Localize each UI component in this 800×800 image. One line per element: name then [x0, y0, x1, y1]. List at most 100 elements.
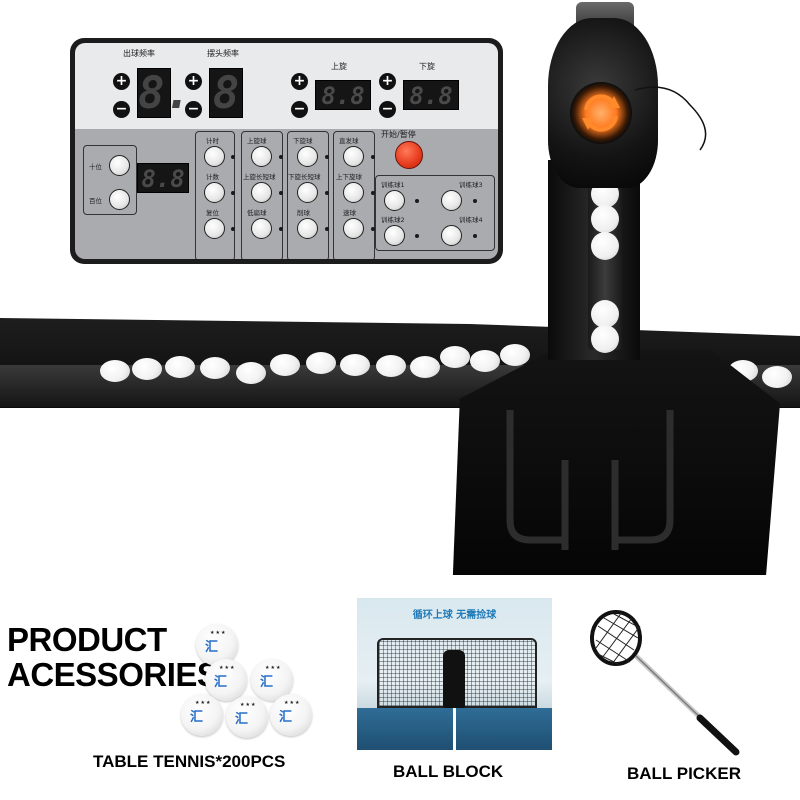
indicator-dot [279, 227, 283, 231]
indicator-dot [415, 199, 419, 203]
tray-ball [236, 362, 266, 384]
top-back-button[interactable] [343, 182, 364, 203]
timer-frame [195, 131, 235, 259]
balls-caption: TABLE TENNIS*200PCS [93, 752, 286, 771]
drill-frame [375, 175, 495, 251]
tray-ball [340, 354, 370, 376]
drive-button[interactable] [251, 218, 272, 239]
backspin-frame [287, 131, 329, 259]
star-rating-icon: ★★★ [219, 665, 236, 671]
ball-logo: 汇 [205, 640, 219, 655]
top-spin-label: 上旋球 [247, 137, 267, 145]
tray-ball [470, 350, 500, 372]
backspin-minus-button[interactable]: − [379, 101, 396, 118]
back-spin-button[interactable] [297, 146, 318, 167]
count-button[interactable] [204, 182, 225, 203]
ball-picker-icon [590, 610, 740, 756]
panel-top-section: 出球频率 + − 8. 摆头频率 + − 8 上旋 + − 8.8 下旋 + −… [75, 43, 498, 129]
indicator-dot [371, 227, 375, 231]
ping-pong-ball: ★★★ 汇 [205, 659, 247, 701]
counter-display: 8.8 [137, 163, 189, 193]
swing-freq-plus-button[interactable]: + [185, 73, 202, 90]
indicator-dot [371, 155, 375, 159]
drill4-button[interactable] [441, 225, 462, 246]
back-long-button[interactable] [297, 182, 318, 203]
indicator-dot [473, 199, 477, 203]
indicator-dot [371, 191, 375, 195]
chop-button[interactable] [297, 218, 318, 239]
drill3-button[interactable] [441, 190, 462, 211]
timer-button[interactable] [204, 146, 225, 167]
indicator-dot [415, 234, 419, 238]
ball-picker-caption: BALL PICKER [627, 764, 741, 783]
ball-logo: 汇 [235, 712, 249, 727]
star-rating-icon: ★★★ [284, 700, 301, 706]
tray-ball [762, 366, 792, 388]
control-panel: 出球频率 + − 8. 摆头频率 + − 8 上旋 + − 8.8 下旋 + −… [70, 38, 503, 264]
topspin-frame [241, 131, 283, 259]
rotate-arrows-icon [582, 94, 620, 132]
swing-freq-display: 8 [209, 68, 243, 119]
back-spin-label: 下旋球 [293, 137, 313, 145]
accessories-title-line2: ACESSORIES [7, 656, 219, 693]
star-rating-icon: ★★★ [240, 702, 257, 708]
feed-ball [591, 300, 619, 328]
topspin-label: 上旋 [331, 62, 347, 71]
indicator-dot [231, 227, 235, 231]
drill2-button[interactable] [384, 225, 405, 246]
ping-pong-ball: ★★★ 汇 [270, 694, 312, 736]
top-spin-button[interactable] [251, 146, 272, 167]
indicator-dot [279, 155, 283, 159]
ball-block-caption: BALL BLOCK [393, 762, 504, 781]
backspin-plus-button[interactable]: + [379, 73, 396, 90]
timer-label: 计时 [206, 137, 219, 145]
panel-bottom-section: 十位 百位 8.8 计时 计数 复位 上旋球 上旋长短球 低扁球 [75, 129, 498, 259]
ball-freq-plus-button[interactable]: + [113, 73, 130, 90]
indicator-dot [231, 191, 235, 195]
feed-ball [591, 232, 619, 260]
ball-freq-label: 出球频率 [123, 49, 155, 58]
drive-label: 低扁球 [247, 209, 267, 217]
tray-ball [306, 352, 336, 374]
straight-label: 直发球 [339, 137, 359, 145]
indicator-dot [325, 155, 329, 159]
star-rating-icon: ★★★ [210, 630, 227, 636]
ball-freq-minus-button[interactable]: − [113, 101, 130, 118]
ball-logo: 汇 [260, 675, 274, 690]
straight-button[interactable] [343, 146, 364, 167]
start-pause-button[interactable] [395, 141, 423, 169]
drill3-label: 训练球3 [459, 181, 483, 189]
drill1-button[interactable] [384, 190, 405, 211]
accessories-title: PRODUCT ACESSORIES [7, 622, 219, 693]
chop-label: 削球 [297, 209, 310, 217]
swing-freq-label: 摆头频率 [207, 49, 239, 58]
topspin-minus-button[interactable]: − [291, 101, 308, 118]
tray-ball [270, 354, 300, 376]
hundreds-label: 百位 [89, 197, 102, 205]
tens-button[interactable] [109, 155, 130, 176]
back-long-label: 下旋长短球 [288, 173, 321, 181]
backspin-label: 下旋 [419, 62, 435, 71]
reset-label: 复位 [206, 209, 219, 217]
topspin-plus-button[interactable]: + [291, 73, 308, 90]
reset-button[interactable] [204, 218, 225, 239]
ping-pong-ball: ★★★ 汇 [196, 624, 238, 666]
top-long-button[interactable] [251, 182, 272, 203]
indicator-dot [231, 155, 235, 159]
digit-frame [83, 145, 137, 215]
count-label: 计数 [206, 173, 219, 181]
straight-frame [333, 131, 375, 259]
top-back-label: 上下旋球 [336, 173, 362, 181]
ball-logo: 汇 [279, 710, 293, 725]
base-frame-legs [506, 410, 674, 550]
drill1-label: 训练球1 [381, 181, 405, 189]
panel-face: 出球频率 + − 8. 摆头频率 + − 8 上旋 + − 8.8 下旋 + −… [75, 43, 498, 259]
star-rating-icon: ★★★ [265, 665, 282, 671]
table-center-line [453, 708, 456, 750]
rapid-button[interactable] [343, 218, 364, 239]
swing-freq-minus-button[interactable]: − [185, 101, 202, 118]
ball-block-photo-text: 循环上球 无需捡球 [412, 610, 497, 621]
indicator-dot [325, 227, 329, 231]
star-rating-icon: ★★★ [195, 700, 212, 706]
hundreds-button[interactable] [109, 189, 130, 210]
